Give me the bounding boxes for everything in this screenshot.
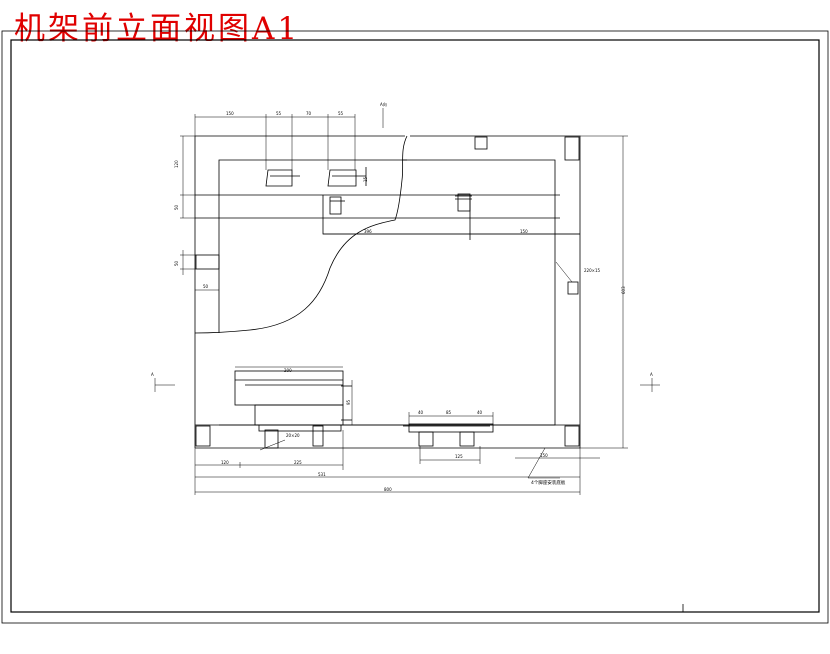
dim-pipe-small: 15: [363, 176, 368, 182]
dim-block-height: 95: [346, 399, 351, 405]
section-mark-left: A: [151, 372, 154, 377]
section-mark-top: A向: [380, 101, 387, 107]
dim-top-1: 150: [226, 111, 234, 116]
dim-block-width: 200: [284, 368, 292, 373]
dim-right-height: 603: [621, 286, 626, 294]
dim-right-label: 220×15: [584, 268, 601, 273]
dim-bottom-1: 40: [418, 410, 424, 415]
dim-bottom-531: 531: [318, 472, 326, 477]
break-line: [194, 135, 408, 334]
dimension-lines-top: [154, 108, 660, 495]
dim-bottom-left-1: 120: [221, 460, 229, 465]
dim-bottom-total: 800: [384, 487, 392, 492]
dim-bottom-3: 40: [477, 410, 483, 415]
dim-top-2: 55: [276, 111, 282, 116]
callout-foot-plate: 4个脚座安装底板: [531, 479, 566, 486]
dim-left-small: 50: [203, 284, 209, 289]
dim-left-2: 50: [174, 204, 179, 210]
corner-posts: [195, 136, 580, 447]
top-brackets: [265, 167, 367, 187]
lower-block: [234, 370, 352, 426]
outer-border: [1, 30, 829, 624]
frame-outline: [194, 135, 581, 449]
dim-bottom-left-2: 225: [294, 460, 302, 465]
dim-mid-396: 396: [364, 229, 372, 234]
dim-mid-150: 150: [520, 229, 528, 234]
dim-bottom-mid: 125: [455, 454, 463, 459]
dim-top-3: 70: [306, 111, 312, 116]
section-mark-right: A: [650, 372, 653, 377]
inner-border: [10, 39, 820, 613]
dim-top-4: 55: [338, 111, 344, 116]
bottom-fittings: [258, 423, 494, 449]
dim-bottom-2: 85: [446, 410, 452, 415]
dim-foot-label: 20×20: [286, 433, 300, 438]
drawing-title: 机架前立面视图A1: [14, 11, 301, 47]
dim-left-3: 50: [174, 260, 179, 266]
crossbar-bracket: [329, 193, 472, 215]
dim-left-1: 120: [174, 160, 179, 168]
dim-bottom-right: 150: [540, 453, 548, 458]
